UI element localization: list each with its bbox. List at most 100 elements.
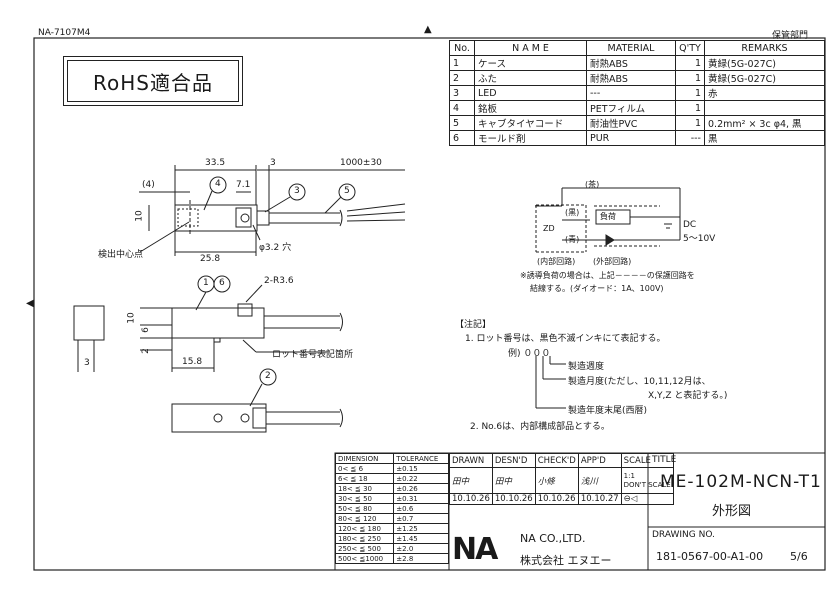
table-row: 250< ≦ 500±2.0 xyxy=(334,543,449,554)
drawing-name: 外形図 xyxy=(712,504,752,519)
drawn-signature: 田中 xyxy=(449,467,493,494)
bom-cell: 耐油性PVC xyxy=(586,115,676,131)
tol-cell: ±0.22 xyxy=(393,473,449,484)
sensor-body-side xyxy=(171,307,265,339)
bom-header-qty: Q'TY xyxy=(675,40,705,56)
scale-value: 1:1 xyxy=(623,471,635,480)
callout-4: 4 xyxy=(215,179,221,189)
dim-33-5: 33.5 xyxy=(205,158,226,168)
tol-cell: ±0.31 xyxy=(393,493,449,504)
dim-10b: 10 xyxy=(126,312,137,324)
dim-10: 10 xyxy=(134,210,145,222)
table-row: 80< ≦ 120±0.7 xyxy=(334,513,449,524)
voltage-label: 5～10V xyxy=(683,234,716,244)
top-view xyxy=(139,165,406,256)
lot-location-label: ロット番号表記箇所 xyxy=(272,350,354,360)
bom-cell: ケース xyxy=(474,55,587,71)
bom-cell: 赤 xyxy=(704,85,825,101)
tol-cell: ±2.8 xyxy=(393,553,449,564)
detection-face xyxy=(177,208,199,227)
tol-cell: 30< ≦ 50 xyxy=(334,493,395,504)
dim-7-1: 7.1 xyxy=(236,180,251,190)
bom-cell: 耐熱ABS xyxy=(586,55,676,71)
drawing-no-label: DRAWING NO. xyxy=(652,530,715,540)
drawn-date: 10.10.26 xyxy=(449,493,493,505)
checked-label: CHECK'D xyxy=(534,453,579,468)
zd-label: ZD xyxy=(543,224,555,233)
tol-cell: ±0.6 xyxy=(393,503,449,514)
drawing-number: 181-0567-00-A1-00 xyxy=(656,550,764,563)
dim-3b: 3 xyxy=(84,358,90,368)
callout-6: 6 xyxy=(219,278,225,288)
bom-cell: 2 xyxy=(449,70,475,86)
callout-circle-4 xyxy=(209,176,227,194)
model-number: ME-102M-NCN-T1 xyxy=(660,472,822,492)
bom-cell: PETフィルム xyxy=(586,100,676,116)
tol-cell: 120< ≦ 180 xyxy=(334,523,395,534)
tol-cell: 250< ≦ 500 xyxy=(334,543,395,554)
rohs-label: RoHS適合品 xyxy=(93,70,213,95)
tol-cell: 6< ≦ 18 xyxy=(334,473,395,484)
bom-header-material: MATERIAL xyxy=(586,40,676,56)
tol-cell: 80< ≦ 120 xyxy=(334,513,395,524)
company-logo: NA xyxy=(452,532,498,567)
end-view xyxy=(73,305,105,372)
approved-signature: 浅川 xyxy=(577,467,622,494)
wire-blue-label: (青) xyxy=(565,235,580,244)
top-marker-icon: ▲ xyxy=(424,24,432,35)
led-window xyxy=(235,207,252,228)
left-marker-icon: ◀ xyxy=(26,298,34,309)
bom-cell: 1 xyxy=(675,70,705,86)
circuit-note-2: 結線する。(ダイオード：1A、100V) xyxy=(530,284,664,293)
cable-break xyxy=(339,209,343,227)
callout-5: 5 xyxy=(344,186,350,196)
dim-3: 3 xyxy=(270,158,276,168)
wire-black-label: (黒) xyxy=(565,208,580,217)
note-day: 製造週度 xyxy=(568,362,605,372)
callout-1: 1 xyxy=(203,278,209,288)
table-row: 30< ≦ 50±0.31 xyxy=(334,493,449,504)
detect-center-label: 検出中心点 xyxy=(98,250,144,260)
table-row: 18< ≦ 30±0.26 xyxy=(334,483,449,494)
bom-cell: 6 xyxy=(449,130,475,146)
bom-cell: 銘板 xyxy=(474,100,587,116)
designed-signature: 田中 xyxy=(491,467,536,494)
table-row: 50< ≦ 80±0.6 xyxy=(334,503,449,514)
load-label: 負荷 xyxy=(600,212,616,221)
bom-cell: LED xyxy=(474,85,587,101)
bom-cell: --- xyxy=(586,85,676,101)
department-label: 保管部門 xyxy=(772,31,809,41)
document-number: NA-7107M4 xyxy=(38,28,91,38)
internal-circuit-label: (内部回路) xyxy=(537,257,576,266)
tol-header-dimension: DIMENSION xyxy=(334,453,395,464)
tol-cell: 0< ≦ 6 xyxy=(334,463,395,474)
lot-mark xyxy=(213,337,221,343)
bom-cell: 4 xyxy=(449,100,475,116)
bom-cell: 1 xyxy=(675,85,705,101)
bom-cell: 耐熱ABS xyxy=(586,70,676,86)
bom-cell: 黄緑(5G-027C) xyxy=(704,55,825,71)
bom-cell: 5 xyxy=(449,115,475,131)
drawn-label: DRAWN xyxy=(449,453,493,468)
tol-cell: ±1.25 xyxy=(393,523,449,534)
note-month-1: 製造月度(ただし、10,11,12月は、 xyxy=(568,377,711,387)
callout-circle-3 xyxy=(288,183,306,201)
table-row: 180< ≦ 250±1.45 xyxy=(334,533,449,544)
checked-signature: 小條 xyxy=(534,467,579,494)
side-cable-break xyxy=(339,312,343,332)
company-name-en: NA CO.,LTD. xyxy=(520,532,586,545)
bom-cell: 1 xyxy=(675,100,705,116)
bottom-view xyxy=(171,383,343,433)
circuit-diagram xyxy=(535,187,681,253)
bom-cell: キャブタイヤコード xyxy=(474,115,587,131)
bom-cell: 1 xyxy=(675,115,705,131)
table-row: 0< ≦ 6±0.15 xyxy=(334,463,449,474)
bom-header-remarks: REMARKS xyxy=(704,40,825,56)
callout-circle-6 xyxy=(213,275,231,293)
